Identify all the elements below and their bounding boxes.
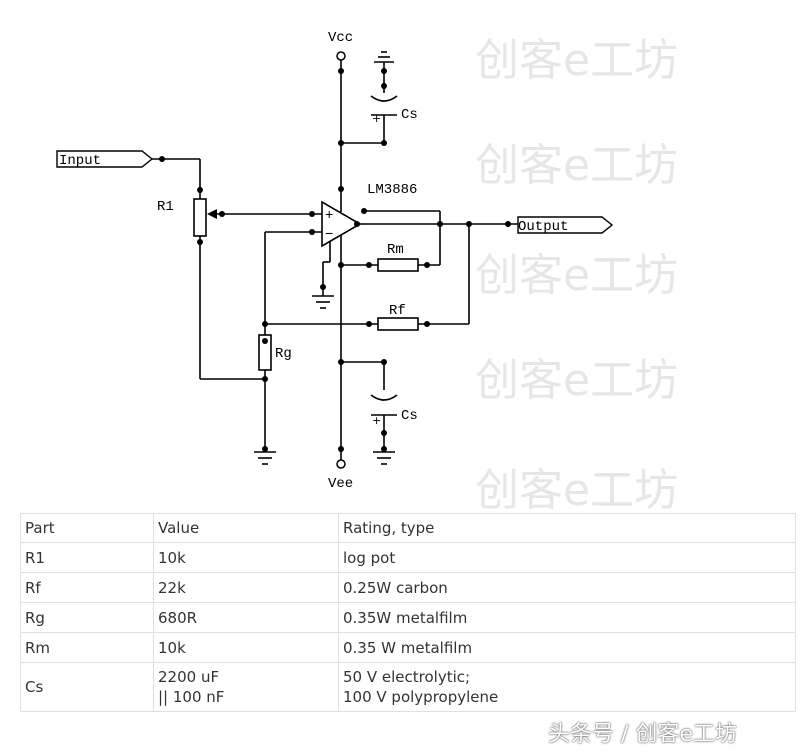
cs-top-label: Cs xyxy=(401,107,418,123)
vee-terminal xyxy=(336,459,346,469)
rm-resistor xyxy=(377,258,419,272)
rf-label: Rf xyxy=(389,303,406,319)
wires xyxy=(152,60,518,452)
cell-value: 10k xyxy=(153,632,339,663)
cell-value: 22k xyxy=(153,572,339,603)
cs-bottom-polarity: + xyxy=(372,414,381,427)
column-header-rating: Rating, type xyxy=(338,513,796,543)
vcc-label: Vcc xyxy=(328,30,353,46)
table-row: Rm 10k 0.35 W metalfilm xyxy=(20,632,796,663)
ground-symbol-opamp xyxy=(312,295,334,309)
rg-resistor xyxy=(258,334,272,371)
cell-value-line: || 100 nF xyxy=(158,688,225,706)
table-row: Cs 2200 uF || 100 nF 50 V electrolytic; … xyxy=(20,662,796,712)
cell-value: 680R xyxy=(153,602,339,633)
watermark-footer: 头条号 / 创客e工坊 xyxy=(548,722,737,747)
cell-rating: 0.35W metalfilm xyxy=(338,602,796,633)
output-label: Output xyxy=(518,219,568,235)
ground-symbol-top-cap xyxy=(374,51,394,63)
cs-top-polarity: + xyxy=(372,112,381,125)
junction-dots xyxy=(159,68,511,452)
cell-part: Rf xyxy=(20,572,154,603)
cell-rating: log pot xyxy=(338,542,796,573)
watermark-text: 创客e工坊 xyxy=(475,250,678,301)
opamp-minus-sign: − xyxy=(325,227,333,243)
output-terminal-flag xyxy=(517,216,614,234)
table-row: Rf 22k 0.25W carbon xyxy=(20,572,796,603)
cell-rating: 50 V electrolytic; 100 V polypropylene xyxy=(338,662,796,712)
cell-part: Rg xyxy=(20,602,154,633)
cell-rating: 0.35 W metalfilm xyxy=(338,632,796,663)
cell-value-line: 2200 uF xyxy=(158,668,220,686)
rg-label: Rg xyxy=(275,346,292,362)
cs-capacitor-top xyxy=(370,95,398,116)
chip-label: LM3886 xyxy=(367,182,417,198)
table-row: Rg 680R 0.35W metalfilm xyxy=(20,602,796,633)
watermark-text: 创客e工坊 xyxy=(475,355,678,406)
r1-wiper-arrow xyxy=(207,209,217,219)
watermark-text: 创客e工坊 xyxy=(475,465,678,510)
watermark-text: 创客e工坊 xyxy=(475,140,678,191)
input-label: Input xyxy=(59,153,101,169)
watermark-text: 创客e工坊 xyxy=(475,35,678,86)
ground-symbol-bottom-cap xyxy=(373,451,395,465)
ground-symbol-rg xyxy=(254,451,276,465)
column-header-value: Value xyxy=(153,513,339,543)
cell-rating-line: 100 V polypropylene xyxy=(343,688,499,706)
cell-value: 10k xyxy=(153,542,339,573)
table-row: R1 10k log pot xyxy=(20,542,796,573)
cell-part: R1 xyxy=(20,542,154,573)
cs-capacitor-bottom xyxy=(370,394,398,416)
opamp-plus-sign: + xyxy=(325,208,333,224)
cell-value: 2200 uF || 100 nF xyxy=(153,662,339,712)
cell-rating-line: 50 V electrolytic; xyxy=(343,668,471,686)
cell-part: Cs xyxy=(20,662,154,712)
circuit-schematic: 创客e工坊 创客e工坊 创客e工坊 创客e工坊 创客e工坊 xyxy=(56,30,678,510)
column-header-part: Part xyxy=(20,513,154,543)
vee-label: Vee xyxy=(328,476,353,492)
rf-resistor xyxy=(377,317,419,331)
parts-table: Part Value Rating, type R1 10k log pot R… xyxy=(20,513,796,712)
cell-part: Rm xyxy=(20,632,154,663)
opamp-symbol xyxy=(321,200,362,248)
r1-potentiometer xyxy=(193,198,207,237)
table-header-row: Part Value Rating, type xyxy=(20,513,796,543)
rm-label: Rm xyxy=(387,242,404,258)
r1-label: R1 xyxy=(157,199,174,215)
watermarks: 创客e工坊 创客e工坊 创客e工坊 创客e工坊 创客e工坊 xyxy=(475,35,678,510)
cs-bottom-label: Cs xyxy=(401,408,418,424)
cell-rating: 0.25W carbon xyxy=(338,572,796,603)
input-terminal-flag xyxy=(56,150,154,168)
vcc-terminal xyxy=(336,51,346,61)
